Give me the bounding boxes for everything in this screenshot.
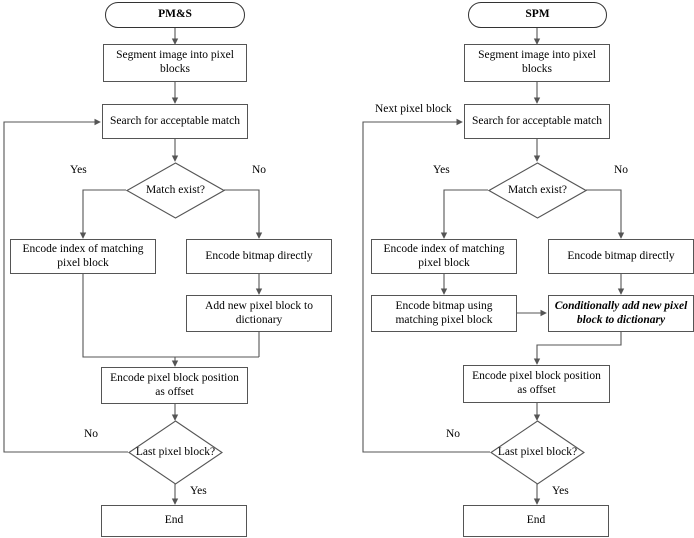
right-search-box[interactable]: Search for acceptable match: [464, 104, 610, 139]
right-match-decision-label: Match exist?: [507, 183, 568, 196]
left-last-yes-label: Yes: [190, 485, 207, 497]
left-add-block-box[interactable]: Add new pixel block to dictionary: [186, 295, 332, 332]
left-start-terminal[interactable]: PM&S: [105, 2, 245, 28]
left-last-block-decision[interactable]: Last pixel block?: [128, 420, 223, 485]
left-encode-index-box[interactable]: Encode index of matching pixel block: [10, 239, 156, 274]
right-end-box[interactable]: End: [463, 505, 609, 537]
left-match-decision-label: Match exist?: [145, 183, 206, 196]
left-match-yes-label: Yes: [70, 164, 87, 176]
left-match-no-label: No: [252, 164, 267, 176]
right-segment-box[interactable]: Segment image into pixel blocks: [464, 44, 610, 82]
left-segment-box[interactable]: Segment image into pixel blocks: [103, 44, 247, 82]
right-encode-using-box[interactable]: Encode bitmap using matching pixel block: [371, 295, 517, 332]
right-conditional-add-box[interactable]: Conditionally add new pixel block to dic…: [548, 295, 694, 332]
left-last-block-decision-label: Last pixel block?: [135, 445, 216, 458]
right-encode-offset-box[interactable]: Encode pixel block position as offset: [463, 365, 610, 403]
right-next-block-label: Next pixel block: [375, 103, 452, 115]
left-encode-offset-box[interactable]: Encode pixel block position as offset: [101, 367, 248, 404]
right-last-no-label: No: [446, 428, 461, 440]
left-search-box[interactable]: Search for acceptable match: [102, 104, 248, 139]
right-last-block-decision[interactable]: Last pixel block?: [490, 420, 585, 485]
left-encode-bitmap-box[interactable]: Encode bitmap directly: [186, 239, 332, 274]
right-match-decision[interactable]: Match exist?: [488, 162, 587, 219]
left-last-no-label: No: [84, 428, 99, 440]
right-start-terminal[interactable]: SPM: [468, 2, 607, 28]
left-match-decision[interactable]: Match exist?: [126, 162, 225, 219]
right-encode-bitmap-box[interactable]: Encode bitmap directly: [548, 239, 694, 274]
right-encode-index-box[interactable]: Encode index of matching pixel block: [371, 239, 517, 274]
right-last-block-decision-label: Last pixel block?: [497, 445, 578, 458]
right-match-yes-label: Yes: [433, 164, 450, 176]
left-end-box[interactable]: End: [101, 505, 247, 537]
right-match-no-label: No: [614, 164, 629, 176]
right-last-yes-label: Yes: [552, 485, 569, 497]
